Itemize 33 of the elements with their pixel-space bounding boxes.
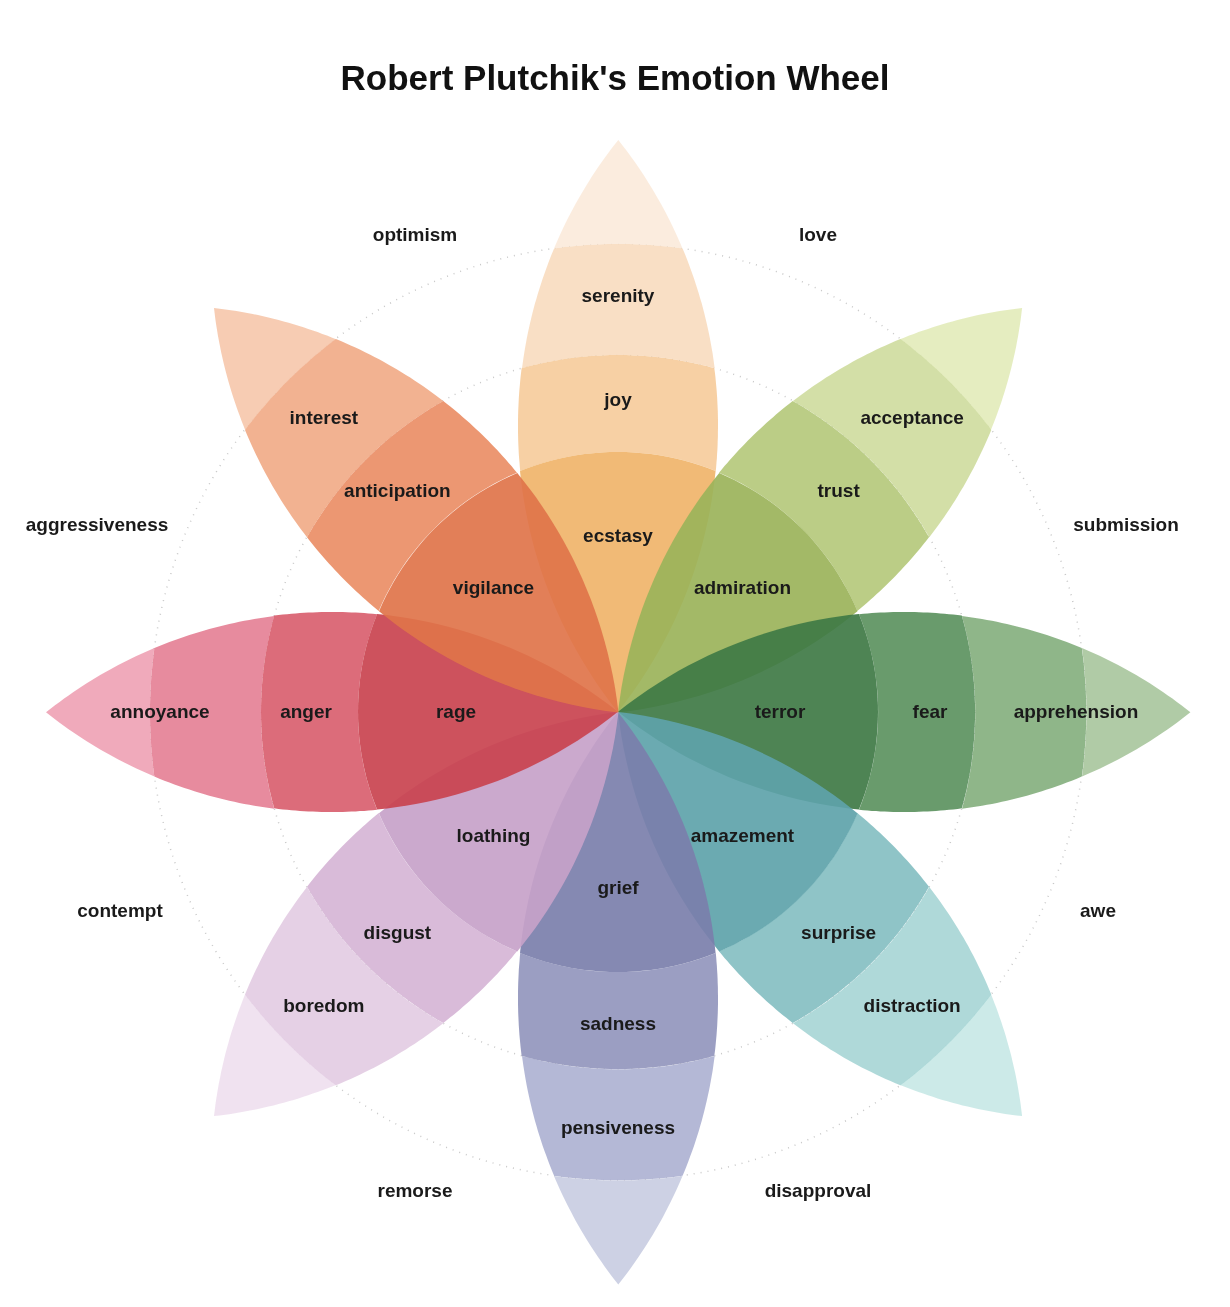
emotion-label: distraction <box>863 995 961 1018</box>
emotion-label: terror <box>754 701 806 723</box>
title: Robert Plutchik's Emotion Wheel <box>339 58 891 98</box>
dyad-label: love <box>799 224 837 246</box>
emotion-label: interest <box>289 406 359 429</box>
emotion-label: boredom <box>283 995 365 1018</box>
dyad-label: optimism <box>372 224 458 246</box>
emotion-label: annoyance <box>110 701 210 723</box>
emotion-label: anger <box>280 701 332 723</box>
emotion-label: fear <box>912 701 948 723</box>
emotion-label: rage <box>435 701 477 723</box>
dyad-label: submission <box>1073 514 1179 536</box>
emotion-label: sadness <box>579 1013 656 1035</box>
emotion-label: acceptance <box>860 406 964 429</box>
emotion-label: ecstasy <box>583 525 653 547</box>
emotion-label: admiration <box>693 576 791 599</box>
emotion-label: disgust <box>363 921 432 944</box>
emotion-label: joy <box>604 389 632 411</box>
dyad-label: remorse <box>377 1180 453 1202</box>
emotion-label: surprise <box>801 921 877 944</box>
emotion-label: pensiveness <box>560 1117 675 1139</box>
emotion-label: amazement <box>690 825 795 848</box>
emotion-label: anticipation <box>344 480 451 503</box>
emotion-label: serenity <box>581 285 655 307</box>
dyad-label: aggressiveness <box>25 514 169 536</box>
emotion-label: vigilance <box>452 576 535 599</box>
dyad-label: awe <box>1080 900 1116 922</box>
dyad-label: disapproval <box>764 1180 872 1202</box>
emotion-label: loathing <box>456 825 531 848</box>
emotion-label: grief <box>597 877 639 899</box>
emotion-label: apprehension <box>1013 701 1139 723</box>
dyad-label: contempt <box>77 900 163 922</box>
emotion-label: trust <box>817 480 860 503</box>
